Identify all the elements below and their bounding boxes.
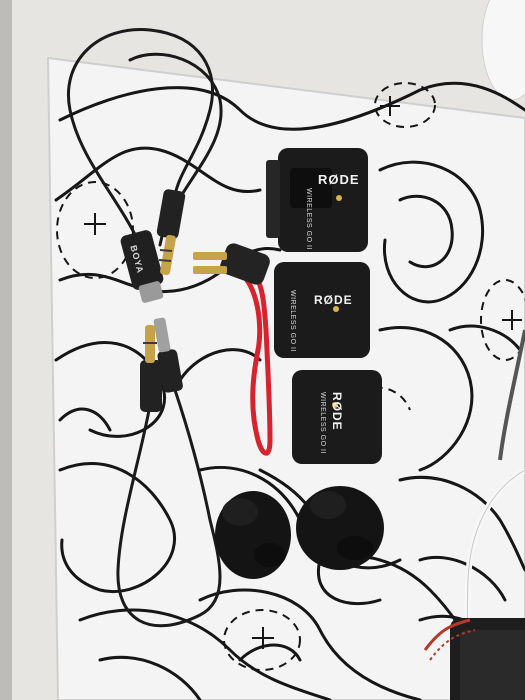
desk-edge	[0, 0, 12, 700]
receiver-device	[266, 148, 368, 252]
boya-usb-c-adapter	[120, 230, 164, 303]
furry-windscreens	[215, 486, 384, 579]
device-1-series: WIRELESS GO II	[305, 188, 312, 250]
black-case	[423, 618, 525, 700]
device-3-series: WIRELESS GO II	[319, 392, 326, 454]
device-2-series: WIRELESS GO II	[289, 290, 296, 352]
transmitter-device-1	[274, 262, 370, 358]
device-2-brand: RØDE	[314, 293, 353, 307]
black-cable-trs-to-trs	[116, 317, 222, 628]
red-coiled-cable	[193, 243, 273, 456]
transmitter-device-2	[292, 370, 382, 464]
windscreen-right	[296, 486, 384, 570]
windscreen-left	[215, 491, 291, 579]
trs-plug-top	[156, 189, 186, 276]
device-3-brand: RØDE	[330, 392, 344, 431]
grey-cable	[498, 329, 525, 461]
device-1-brand: RØDE	[318, 172, 360, 187]
